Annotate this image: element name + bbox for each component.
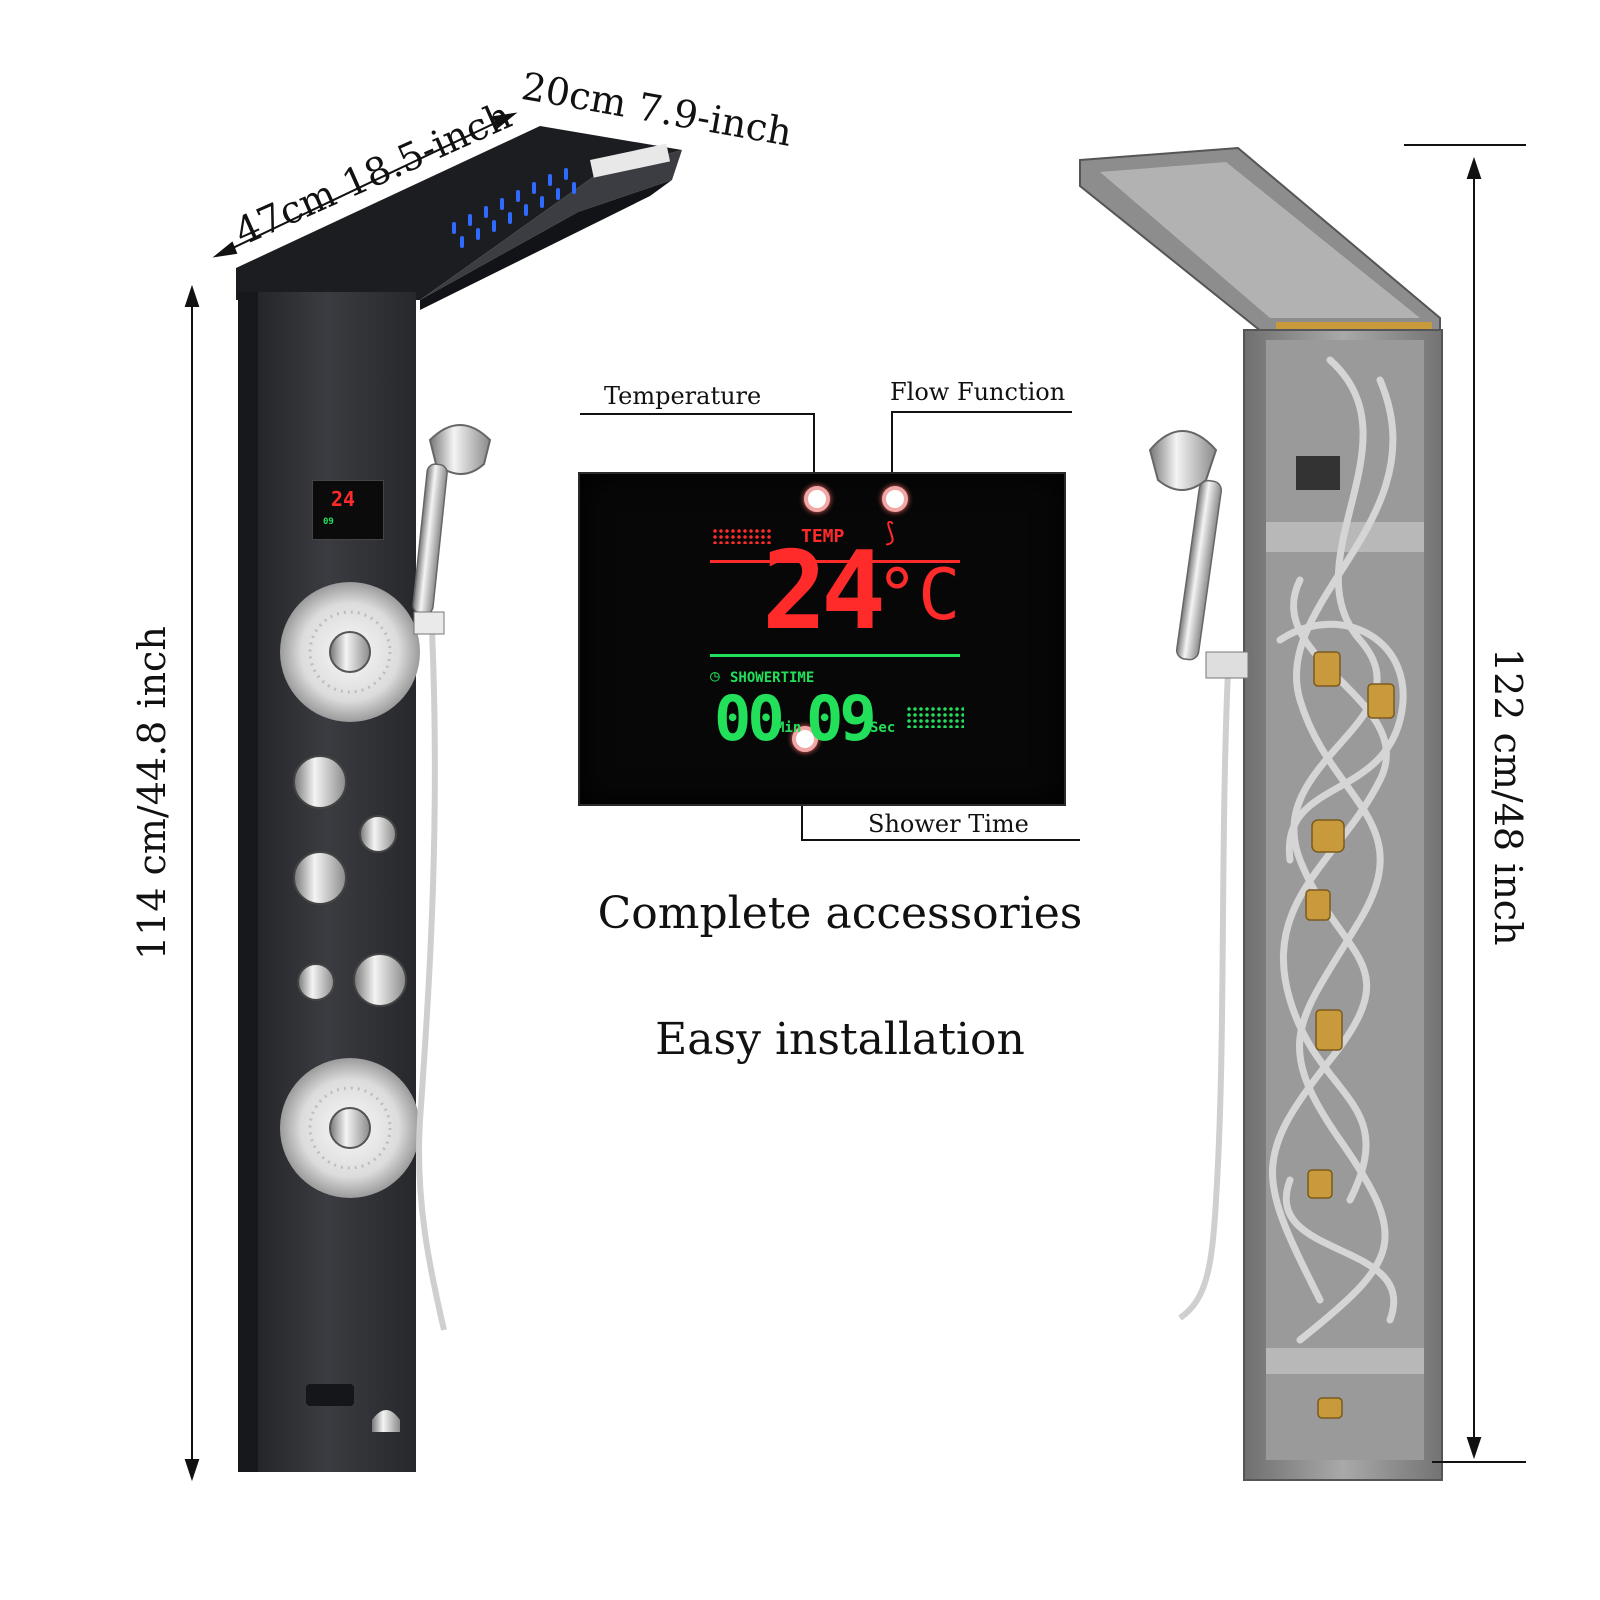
temp-indicator-dots <box>712 528 772 544</box>
shower-time-button <box>792 726 818 752</box>
steel-cavity <box>1266 340 1424 1460</box>
right-shower-hose <box>1178 669 1231 1321</box>
shower-time-callout: Shower Time <box>868 810 1029 838</box>
dimension-lines <box>184 112 1526 1482</box>
handheld-shower <box>412 424 492 635</box>
massage-head-lower <box>280 1058 420 1198</box>
flow-button <box>882 486 908 512</box>
white-blade <box>590 143 671 178</box>
temperature-unit: °C <box>876 554 961 636</box>
feature-complete-accessories: Complete accessories <box>597 888 1083 939</box>
temperature-callout: Temperature <box>604 382 762 410</box>
clock-icon: ◷ <box>710 666 720 685</box>
led-nozzle-grid <box>452 168 576 248</box>
body-jet-1 <box>359 815 397 853</box>
minutes-unit: Min <box>776 720 802 736</box>
control-knob-2 <box>293 851 347 905</box>
flow-level-dots <box>906 706 964 728</box>
mini-temp-value: 24 <box>331 487 356 511</box>
temp-label: TEMP <box>801 526 845 547</box>
seconds-unit: Sec <box>870 720 896 736</box>
red-divider <box>710 560 960 563</box>
control-knob-1 <box>293 755 347 809</box>
steel-shower-panel <box>1079 146 1443 1481</box>
green-divider <box>710 654 960 657</box>
control-knob-3 <box>353 953 407 1007</box>
right-handheld-shower <box>1148 430 1249 679</box>
body-jet-2 <box>297 963 335 1001</box>
seconds-value: 09 <box>806 682 877 755</box>
mini-time-value: 09 <box>323 517 334 527</box>
massage-head-upper <box>280 582 420 722</box>
shower-time-label: SHOWERTIME <box>730 670 815 686</box>
feature-easy-installation: Easy installation <box>655 1014 1025 1065</box>
left-height-label: 114 cm/44.8 inch <box>130 626 174 960</box>
shower-flow-icon: ⟆ <box>882 518 898 548</box>
brass-valves <box>1305 651 1395 1419</box>
rain-head-top <box>236 126 682 300</box>
digital-display-panel: TEMP ⟆ 24 °C ◷ SHOWERTIME 00 Min 09 Sec <box>578 472 1066 806</box>
right-height-label: 122 cm/48 inch <box>1486 648 1530 946</box>
rain-head-face <box>412 150 682 300</box>
temperature-button <box>804 486 830 512</box>
black-shower-panel <box>236 126 682 1472</box>
control-box <box>1296 456 1340 490</box>
shower-hose <box>416 629 447 1331</box>
flow-function-callout: Flow Function <box>890 378 1066 406</box>
rain-head-underside <box>420 180 672 310</box>
minutes-value: 00 <box>714 682 785 755</box>
panel-mini-display: 24 09 <box>312 480 384 540</box>
tub-spout <box>306 1384 354 1406</box>
temperature-value: 24 <box>762 529 886 654</box>
